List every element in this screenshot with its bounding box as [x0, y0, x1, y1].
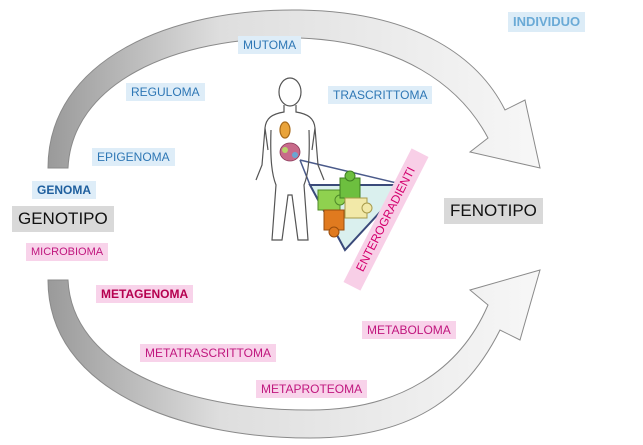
epigenoma-label: EPIGENOMA: [92, 148, 175, 166]
microbioma-label: MICROBIOMA: [26, 243, 109, 261]
metatrascrittoma-label: METATRASCRITTOMA: [140, 344, 276, 362]
mutoma-label: MUTOMA: [238, 36, 302, 54]
human-figure-icon: [255, 77, 325, 241]
lower-curved-arrow-icon: [47, 269, 541, 439]
upper-curved-arrow-icon: [47, 9, 541, 169]
genoma-label: GENOMA: [32, 181, 96, 199]
metagenoma-label: METAGENOMA: [96, 285, 194, 303]
metaboloma-label: METABOLOMA: [362, 321, 456, 339]
puzzle-pieces-icon: [317, 170, 373, 238]
genotipo-label: GENOTIPO: [12, 206, 114, 232]
individuo-label: INDIVIDUO: [508, 12, 586, 32]
metaproteoma-label: METAPROTEOMA: [256, 380, 368, 398]
trascrittoma-label: TRASCRITTOMA: [328, 86, 433, 104]
reguloma-label: REGULOMA: [126, 83, 205, 101]
fenotipo-label: FENOTIPO: [444, 198, 543, 224]
